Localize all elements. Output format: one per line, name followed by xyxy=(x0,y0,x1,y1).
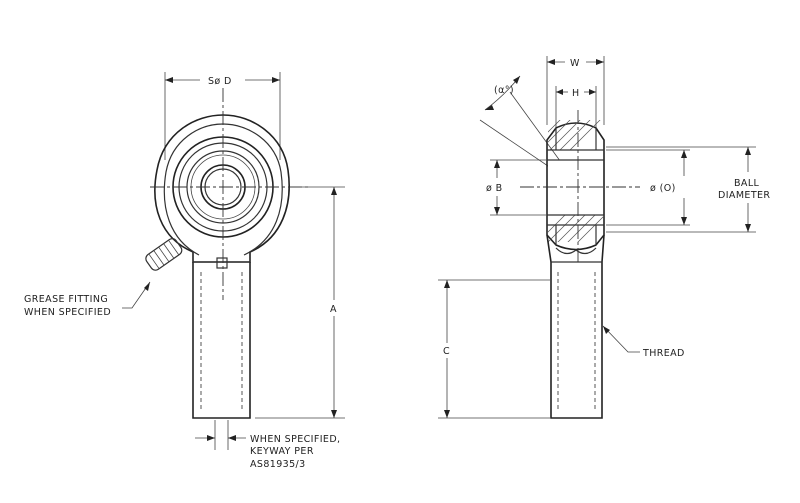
dimension-o-label: ø (O) xyxy=(650,183,676,194)
dimension-h-label: H xyxy=(572,88,580,99)
dimension-w-label: W xyxy=(570,58,580,69)
threaded-shank xyxy=(192,262,251,419)
sphere-diameter-label: Sø D xyxy=(208,76,232,87)
grease-fitting-label-2: WHEN SPECIFIED xyxy=(24,307,111,318)
grease-fitting xyxy=(145,238,183,271)
dimension-c-label: C xyxy=(443,346,450,357)
front-view: Sø D A xyxy=(24,72,345,470)
side-view: W H (α°) xyxy=(438,56,770,419)
dimension-a-label: A xyxy=(330,304,337,315)
ball-diameter-label-1: BALL xyxy=(734,178,760,189)
ball-diameter-label-2: DIAMETER xyxy=(718,190,770,201)
grease-fitting-label-1: GREASE FITTING xyxy=(24,294,108,305)
keyway-label-1: WHEN SPECIFIED, xyxy=(250,434,340,445)
thread-label: THREAD xyxy=(642,348,685,359)
angle-label: (α°) xyxy=(494,85,514,96)
dimension-b-label: ø B xyxy=(486,183,503,194)
keyway-label-2: KEYWAY PER xyxy=(250,446,314,457)
keyway-label-3: AS81935/3 xyxy=(250,459,306,470)
